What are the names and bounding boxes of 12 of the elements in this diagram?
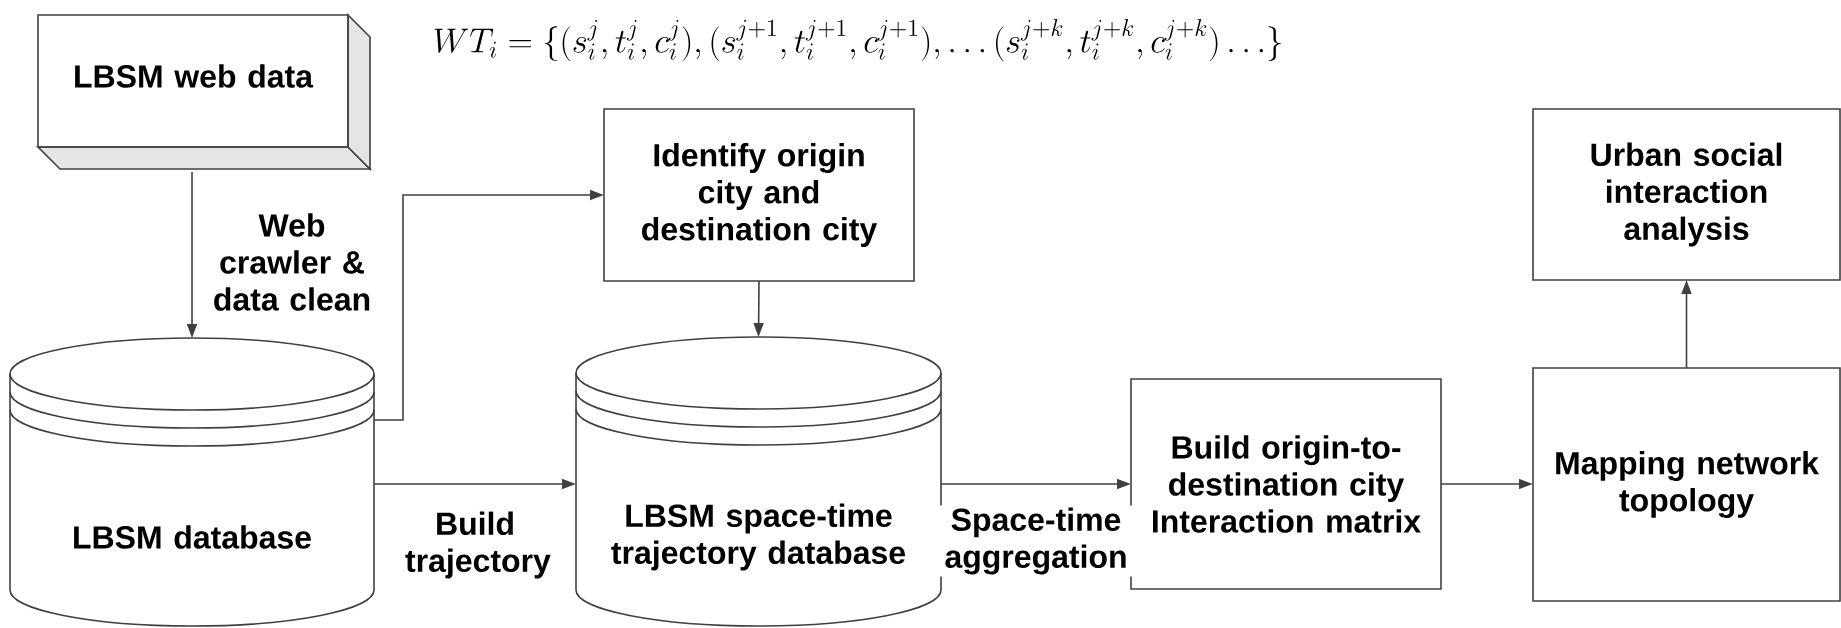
node-label: LBSM database <box>74 525 311 549</box>
process-box: Identify origin city and destination city <box>603 108 915 282</box>
database-cylinder: LBSM space-time trajectory database <box>575 336 942 627</box>
database-cylinder: LBSM database <box>9 337 375 627</box>
node-label: LBSM space-time trajectory database <box>611 503 905 571</box>
edge-label: Space-time aggregation <box>939 505 1133 577</box>
process-box: Build origin-to-destination city Interaction matrix <box>1130 378 1442 590</box>
edge-label: Build trajectory <box>403 509 551 581</box>
process-box: Mapping network topology <box>1532 367 1841 602</box>
edge-label: Web crawler & data clean <box>200 211 384 313</box>
formula: $WT_i=\{(s_i^j, t_i^j, c_i^j),(s_i^{j+1}, t_i^{j+1}, c_i^{j+1}),\ldots(s_i^{j+k}, t_i^{j+k}, c_i^{j+k})\ldots\}$ <box>434 19 1281 61</box>
process-box: Urban social interaction analysis <box>1532 108 1841 281</box>
